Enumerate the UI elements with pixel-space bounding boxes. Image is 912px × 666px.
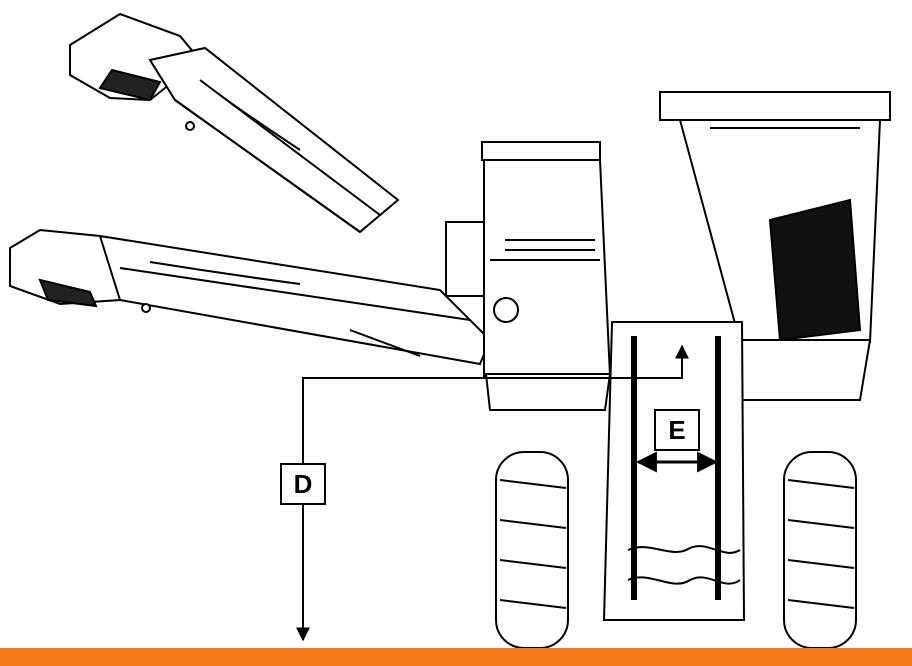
dimension-label-d: D (280, 463, 326, 505)
raised-conveyor-arm (69, 12, 400, 234)
lowered-conveyor-arm (9, 228, 492, 366)
right-wheel (783, 451, 857, 649)
left-wheel (495, 451, 569, 649)
picking-tunnel (602, 321, 746, 621)
machine-body (445, 141, 612, 411)
dimension-label-e: E (654, 409, 700, 451)
ground-line-bar (0, 648, 912, 666)
dimension-d-leader (296, 344, 689, 642)
